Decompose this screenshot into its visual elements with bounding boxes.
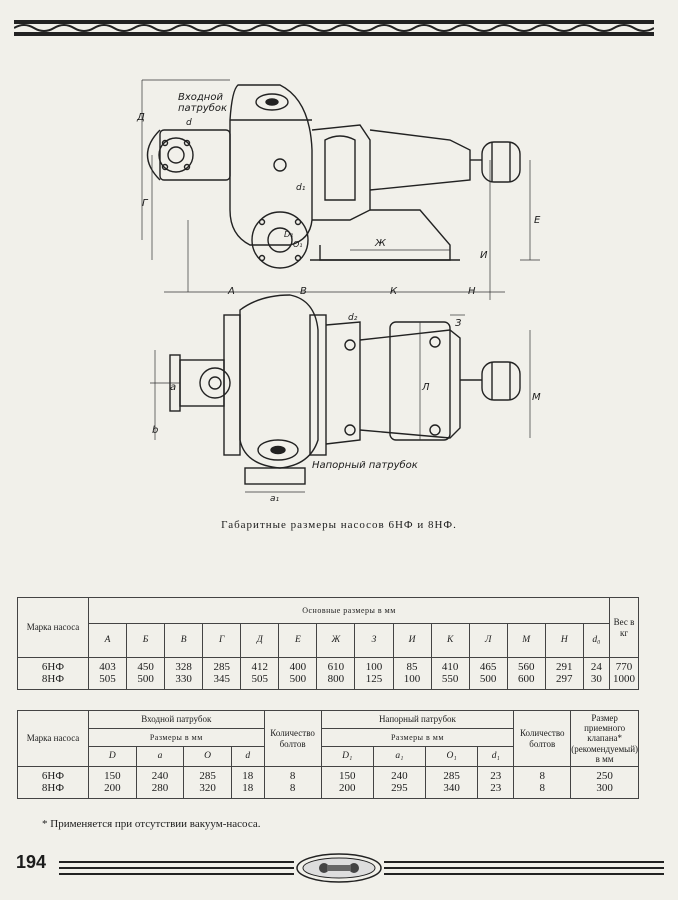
main-dimensions-table: Марка насоса Основные размеры в мм Вес в… — [17, 597, 639, 691]
header-dim: Е — [278, 623, 318, 658]
footer-ornament — [59, 853, 664, 883]
dim-d: d — [186, 118, 192, 128]
dim-b: b — [152, 425, 159, 436]
pump-drawing — [141, 79, 540, 493]
dim-E: Е — [534, 215, 541, 226]
header-outlet: Напорный патрубок — [320, 710, 515, 729]
header-dim: А — [87, 623, 128, 658]
header-dim: O — [183, 746, 232, 767]
header-inlet: Входной патрубок — [88, 710, 265, 729]
header-bolts-2: Количество болтов — [513, 710, 572, 767]
outlet-label: Напорный патрубок — [312, 460, 418, 471]
header-outlet-sub: Размеры в мм — [320, 728, 515, 747]
header-dim: Л — [468, 623, 508, 658]
header-dim: М — [506, 623, 546, 658]
header-model: Марка насоса — [17, 710, 89, 767]
header-dim: a₁ — [372, 746, 427, 767]
header-dim: d₁ — [477, 746, 515, 767]
dim-G: Г — [142, 198, 148, 209]
header-dim: a — [135, 746, 185, 767]
header-dim: D₁ — [320, 746, 374, 767]
dim-M: М — [532, 392, 541, 403]
dim-A: А — [228, 286, 235, 297]
dim-Z: З — [455, 318, 462, 329]
header-dim: Г — [202, 623, 242, 658]
header-dim: В — [164, 623, 204, 658]
dim-L: Л — [422, 382, 430, 393]
header-ornament — [14, 20, 654, 36]
dim-N: Н — [468, 286, 476, 297]
dim-O1: O₁ — [293, 240, 303, 249]
page-number: 194 — [16, 852, 47, 872]
dim-V: В — [300, 286, 307, 297]
figure-caption: Габаритные размеры насосов 6НФ и 8НФ. — [221, 519, 457, 531]
header-weight: Вес в кг — [609, 597, 639, 658]
dim-d1: d₁ — [296, 183, 306, 193]
header-valve: Размер приемного клапана* (рекомендуемый… — [570, 710, 639, 767]
header-dim: d₀ — [582, 623, 611, 658]
header-main-dimensions: Основные размеры в мм — [88, 597, 610, 624]
table1-subheader-row: А Б В Г Д Е Ж З И К Л М Н d₀ — [18, 623, 639, 658]
header-dim: З — [354, 623, 394, 658]
header-dim: Б — [126, 623, 166, 658]
header-dim: И — [392, 623, 432, 658]
dim-D: Д — [137, 112, 145, 123]
header-dim: Ж — [316, 623, 356, 658]
inlet-label: Входной патрубок — [178, 92, 228, 114]
dim-D1: D₁ — [284, 230, 294, 239]
header-dim: d — [230, 746, 265, 767]
dim-a1: a₁ — [270, 494, 280, 504]
header-dim: Д — [240, 623, 280, 658]
dim-K: К — [390, 286, 398, 297]
dim-I: И — [480, 250, 488, 261]
header-dim: D — [88, 746, 137, 767]
footnote: * Применяется при отсутствии вакуум-насо… — [42, 818, 261, 830]
flange-dimensions-table: Марка насоса Входной патрубок Количество… — [17, 710, 639, 800]
header-dim: Н — [544, 623, 584, 658]
header-bolts: Количество болтов — [263, 710, 322, 767]
dim-a: a — [170, 382, 177, 393]
dim-d2: d₂ — [348, 313, 358, 323]
header-inlet-sub: Размеры в мм — [88, 728, 265, 747]
header-dim: O₁ — [425, 746, 479, 767]
header-model: Марка насоса — [17, 597, 89, 658]
dim-Zh: Ж — [375, 238, 386, 249]
header-dim: К — [430, 623, 470, 658]
